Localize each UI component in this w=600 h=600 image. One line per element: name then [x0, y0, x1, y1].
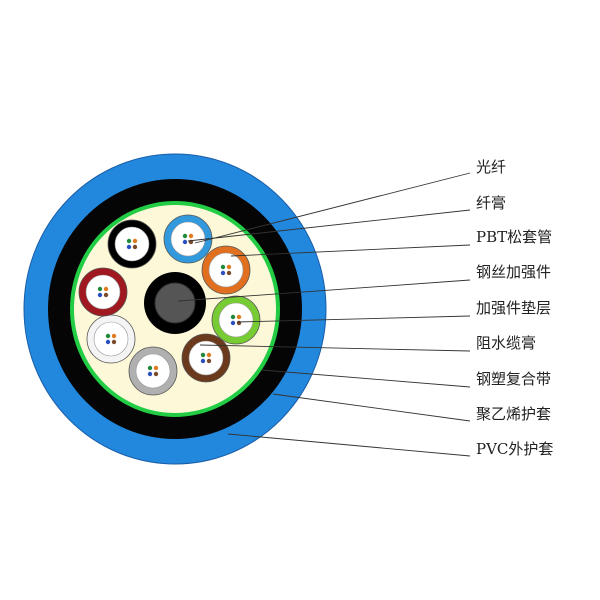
optical-fiber [147, 371, 153, 377]
optical-fiber [132, 238, 138, 244]
optical-fiber [103, 292, 109, 298]
label-fiber: 光纤 [476, 158, 506, 176]
optical-fiber [220, 270, 226, 276]
leader-line [230, 244, 471, 257]
label-loose-tube: PBT松套管 [476, 228, 552, 246]
leader-line [261, 369, 471, 388]
leader-line [236, 315, 471, 323]
fiber-gel-fill [114, 226, 150, 262]
optical-fiber [105, 333, 111, 339]
optical-fiber [220, 264, 226, 270]
optical-fiber [103, 286, 109, 292]
fiber-gel-fill [170, 221, 206, 257]
leader-line [227, 433, 471, 457]
fiber-gel-fill [218, 302, 254, 338]
optical-fiber [126, 238, 132, 244]
leader-lines [177, 172, 471, 457]
optical-fiber [97, 286, 103, 292]
optical-fiber [230, 314, 236, 320]
loose-tube [107, 219, 157, 269]
optical-fiber [105, 339, 111, 345]
label-steel-plastic-tape: 钢塑复合带 [476, 370, 551, 388]
loose-tube [211, 295, 261, 345]
label-pe-sheath: 聚乙烯护套 [476, 405, 551, 423]
optical-fiber [126, 244, 132, 250]
leader-line [272, 393, 471, 422]
optical-fiber [182, 239, 188, 245]
loose-tube [86, 314, 136, 364]
leader-line [177, 279, 471, 302]
label-pvc-outer-sheath: PVC外护套 [476, 440, 553, 458]
loose-tube [201, 245, 251, 295]
leader-line [187, 209, 471, 242]
fiber-gel-fill [188, 340, 224, 376]
fiber-gel-fill [135, 353, 171, 389]
optical-fiber [206, 352, 212, 358]
steel-wire-strength-member [154, 282, 196, 324]
optical-fiber [182, 233, 188, 239]
optical-fiber [153, 365, 159, 371]
optical-fiber [236, 314, 242, 320]
optical-fiber [200, 352, 206, 358]
optical-fiber [97, 292, 103, 298]
optical-fiber [200, 358, 206, 364]
optical-fiber [153, 371, 159, 377]
label-water-blocking-compound: 阻水缆膏 [476, 334, 536, 352]
optical-fiber [111, 333, 117, 339]
fiber-gel-fill [85, 274, 121, 310]
optical-fiber [226, 270, 232, 276]
optical-fiber [226, 264, 232, 270]
optical-fiber [188, 233, 194, 239]
loose-tube [128, 346, 178, 396]
label-fiber-gel: 纤膏 [476, 194, 506, 212]
component-labels: 光纤 纤膏 PBT松套管 钢丝加强件 加强件垫层 阻水缆膏 钢塑复合带 聚乙烯护… [476, 158, 553, 458]
fiber-gel-fill [93, 321, 129, 357]
label-strength-member-padding: 加强件垫层 [476, 299, 551, 317]
loose-tube [181, 333, 231, 383]
label-steel-strength-member: 钢丝加强件 [476, 263, 551, 281]
leader-line [199, 344, 471, 352]
cable-cross-section [23, 153, 327, 465]
optical-fiber [147, 365, 153, 371]
fiber-gel-fill [208, 252, 244, 288]
loose-tube [78, 267, 128, 317]
leader-line [194, 172, 471, 244]
optical-fiber [230, 320, 236, 326]
optical-fiber [111, 339, 117, 345]
optical-fiber [206, 358, 212, 364]
optical-fiber [132, 244, 138, 250]
